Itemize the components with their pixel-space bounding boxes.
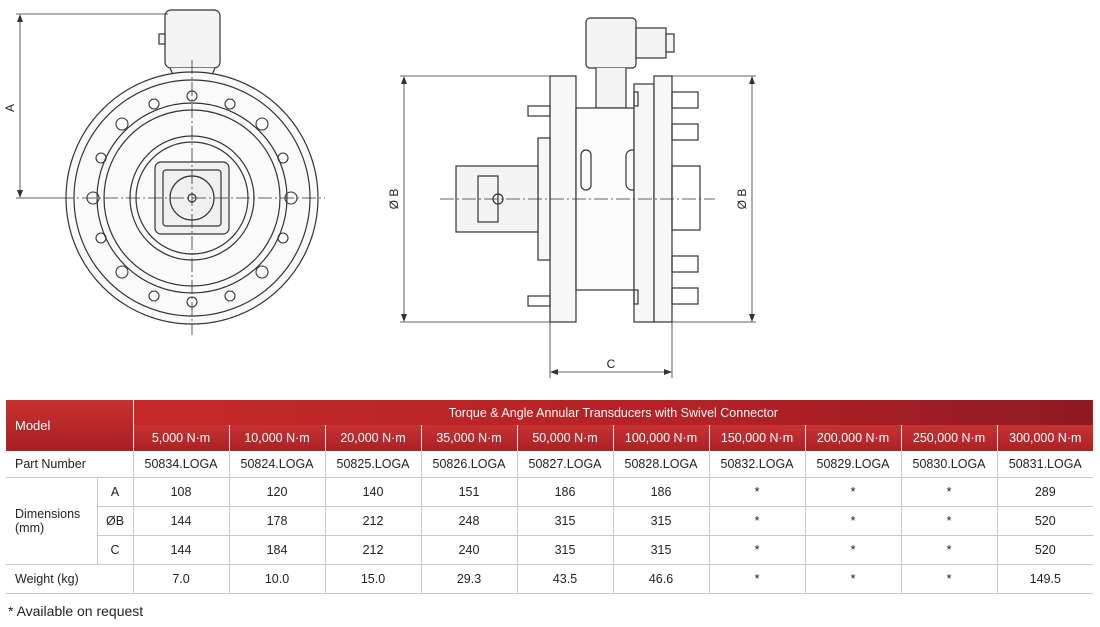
table-cell: 315 — [612, 506, 710, 536]
dim-row-c: C 144 184 212 240 315 315 * * * 520 — [6, 535, 1094, 565]
dim-row-a: Dimensions (mm) A 108 120 140 151 186 18… — [6, 477, 1094, 565]
table-cell: 50828.LOGA — [612, 451, 710, 478]
table-cell: 50834.LOGA — [132, 451, 230, 478]
capacity-header: 150,000 N·m — [708, 425, 806, 451]
table-cell: * — [708, 477, 806, 507]
dim-b-front-label: Ø B — [387, 189, 401, 210]
capacity-header: 200,000 N·m — [804, 425, 902, 451]
footnote: * Available on request — [8, 603, 144, 619]
front-view — [16, 9, 325, 335]
table-cell: 50827.LOGA — [516, 451, 614, 478]
table-cell: 149.5 — [996, 564, 1094, 594]
technical-drawing: A — [3, 9, 756, 378]
table-cell: 315 — [516, 506, 614, 536]
weight-label: Weight (kg) — [6, 564, 134, 594]
table-cell: 248 — [420, 506, 518, 536]
table-cell: 144 — [132, 535, 230, 565]
table-cell: 315 — [516, 535, 614, 565]
table-cell: 120 — [228, 477, 326, 507]
table-cell: 144 — [132, 506, 230, 536]
table-cell: 140 — [324, 477, 422, 507]
table-cell: 50825.LOGA — [324, 451, 422, 478]
table-cell: * — [804, 535, 902, 565]
capacity-header: 5,000 N·m — [132, 425, 230, 451]
table-cell: 178 — [228, 506, 326, 536]
table-cell: 50829.LOGA — [804, 451, 902, 478]
capacity-header: 20,000 N·m — [324, 425, 422, 451]
capacity-header: 300,000 N·m — [996, 425, 1094, 451]
dim-c-label: C — [607, 357, 616, 371]
table-cell: * — [900, 477, 998, 507]
table-cell: 212 — [324, 535, 422, 565]
capacity-header: 10,000 N·m — [228, 425, 326, 451]
dim-a-label: A — [3, 104, 17, 112]
table-cell: 50831.LOGA — [996, 451, 1094, 478]
table-cell: 186 — [516, 477, 614, 507]
table-cell: * — [900, 564, 998, 594]
table-cell: 10.0 — [228, 564, 326, 594]
table-cell: 520 — [996, 506, 1094, 536]
weight-row: Weight (kg) 7.0 10.0 15.0 29.3 43.5 46.6… — [6, 564, 1094, 594]
table-cell: 50824.LOGA — [228, 451, 326, 478]
table-cell: 184 — [228, 535, 326, 565]
capacity-header: 35,000 N·m — [420, 425, 518, 451]
capacity-header: 250,000 N·m — [900, 425, 998, 451]
table-cell: * — [900, 535, 998, 565]
group-title: Torque & Angle Annular Transducers with … — [133, 400, 1094, 425]
dim-row-b: ØB 144 178 212 248 315 315 * * * 520 — [6, 506, 1094, 536]
table-cell: 289 — [996, 477, 1094, 507]
header-row-capacity: 5,000 N·m 10,000 N·m 20,000 N·m 35,000 N… — [6, 425, 1094, 451]
table-cell: * — [708, 535, 806, 565]
side-view — [400, 17, 756, 378]
table-cell: 212 — [324, 506, 422, 536]
table-cell: 15.0 — [324, 564, 422, 594]
table-cell: 240 — [420, 535, 518, 565]
table-cell: 108 — [132, 477, 230, 507]
dim-sub-label: ØB — [96, 506, 134, 536]
part-number-row: Part Number 50834.LOGA 50824.LOGA 50825.… — [6, 451, 1094, 478]
table-cell: * — [804, 564, 902, 594]
table-cell: * — [900, 506, 998, 536]
table-cell: 520 — [996, 535, 1094, 565]
table-cell: 151 — [420, 477, 518, 507]
capacity-header: 100,000 N·m — [612, 425, 710, 451]
dim-b-side-label: Ø B — [735, 189, 749, 210]
part-number-label: Part Number — [6, 451, 134, 478]
table-cell: 43.5 — [516, 564, 614, 594]
dim-sub-label: C — [96, 535, 134, 565]
table-cell: * — [804, 506, 902, 536]
table-cell: 7.0 — [132, 564, 230, 594]
table-cell: 315 — [612, 535, 710, 565]
dimensions-label: Dimensions (mm) — [6, 477, 97, 565]
spec-table: Model Torque & Angle Annular Transducers… — [6, 400, 1094, 594]
table-cell: 186 — [612, 477, 710, 507]
table-cell: * — [708, 506, 806, 536]
table-cell: 46.6 — [612, 564, 710, 594]
table-cell: * — [804, 477, 902, 507]
table-cell: * — [708, 564, 806, 594]
header-row-group: Model Torque & Angle Annular Transducers… — [6, 400, 1094, 451]
table-cell: 50832.LOGA — [708, 451, 806, 478]
capacity-header: 50,000 N·m — [516, 425, 614, 451]
table-cell: 50826.LOGA — [420, 451, 518, 478]
model-header: Model — [6, 400, 134, 451]
table-cell: 29.3 — [420, 564, 518, 594]
dim-sub-label: A — [96, 477, 134, 507]
table-cell: 50830.LOGA — [900, 451, 998, 478]
